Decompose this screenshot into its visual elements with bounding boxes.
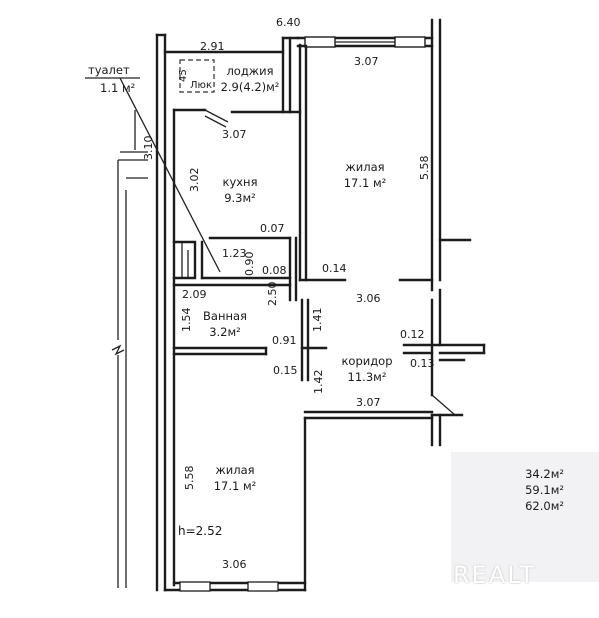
- loggia-hatch-marker: 45: [178, 69, 189, 82]
- dim-640: 6.40: [276, 16, 301, 29]
- loggia-hatch-fixture: [179, 59, 215, 93]
- room-corridor: коридор 11.3м²: [332, 354, 402, 385]
- outer-walls: [155, 18, 442, 592]
- dim-154: 1.54: [180, 307, 193, 333]
- room-toilet-area: 1.1 м²: [100, 81, 136, 95]
- room-loggia-area: 2.9(4.2)м²: [220, 79, 280, 94]
- room-kitchen-area: 9.3м²: [224, 190, 256, 205]
- room-living-top-area: 17.1 м²: [343, 175, 387, 190]
- room-bathroom: Ванная 3.2м²: [195, 309, 255, 340]
- room-bathroom-name: Ванная: [203, 309, 247, 323]
- room-living-top-name: жилая: [345, 160, 385, 174]
- dim-307-top: 3.07: [354, 55, 379, 68]
- room-kitchen: кухня 9.3м²: [210, 175, 270, 206]
- room-corridor-area: 11.3м²: [347, 369, 387, 384]
- dim-250: 2.50: [266, 281, 279, 307]
- room-toilet-name: туалет: [88, 63, 130, 77]
- dim-015: 0.15: [273, 364, 298, 377]
- dim-007: 0.07: [260, 222, 285, 235]
- room-living-top: жилая 17.1 м²: [330, 160, 400, 191]
- dim-013: 0.13: [410, 357, 435, 370]
- dim-209: 2.09: [182, 288, 207, 301]
- exterior-left-lines: [111, 110, 148, 588]
- room-corridor-name: коридор: [341, 354, 393, 368]
- room-living-bottom-area: 17.1 м²: [213, 478, 257, 493]
- room-loggia-name: лоджия: [226, 64, 274, 78]
- dim-307-bottom: 3.07: [356, 396, 381, 409]
- realt-watermark: REALT: [453, 561, 536, 589]
- loggia-hatch-label: Люк: [190, 80, 212, 91]
- ceiling-height: h=2.52: [178, 524, 223, 538]
- dim-291: 2.91: [200, 40, 225, 53]
- dim-306-mid: 3.06: [356, 292, 381, 305]
- dim-310: 3.10: [142, 135, 155, 161]
- area-summary-box: 34.2м² 59.1м² 62.0м²: [451, 452, 599, 582]
- toilet-pointer-line: [119, 77, 221, 273]
- room-living-bottom: жилая 17.1 м²: [200, 463, 270, 494]
- dim-558-top: 5.58: [418, 155, 431, 181]
- dim-091: 0.91: [272, 334, 297, 347]
- summary-line-2: 59.1м²: [525, 483, 564, 497]
- dim-302: 3.02: [188, 167, 201, 193]
- dim-558-bottom: 5.58: [183, 465, 196, 491]
- interior-walls: [172, 43, 486, 447]
- dim-090: 0.90: [243, 251, 256, 277]
- dim-123: 1.23: [222, 247, 247, 260]
- dim-307-kitchen: 3.07: [222, 128, 247, 141]
- dim-014: 0.14: [322, 262, 347, 275]
- summary-line-1: 34.2м²: [525, 467, 564, 481]
- dim-012: 0.12: [400, 328, 425, 341]
- dim-142: 1.42: [312, 369, 325, 395]
- room-living-bottom-name: жилая: [215, 463, 255, 477]
- room-kitchen-name: кухня: [222, 175, 258, 189]
- dim-008: 0.08: [262, 264, 287, 277]
- summary-line-3: 62.0м²: [525, 499, 564, 513]
- room-bathroom-area: 3.2м²: [209, 324, 241, 339]
- dim-306-bottom: 3.06: [222, 558, 247, 571]
- room-loggia: лоджия 2.9(4.2)м²: [220, 64, 280, 95]
- dim-141: 1.41: [311, 307, 324, 333]
